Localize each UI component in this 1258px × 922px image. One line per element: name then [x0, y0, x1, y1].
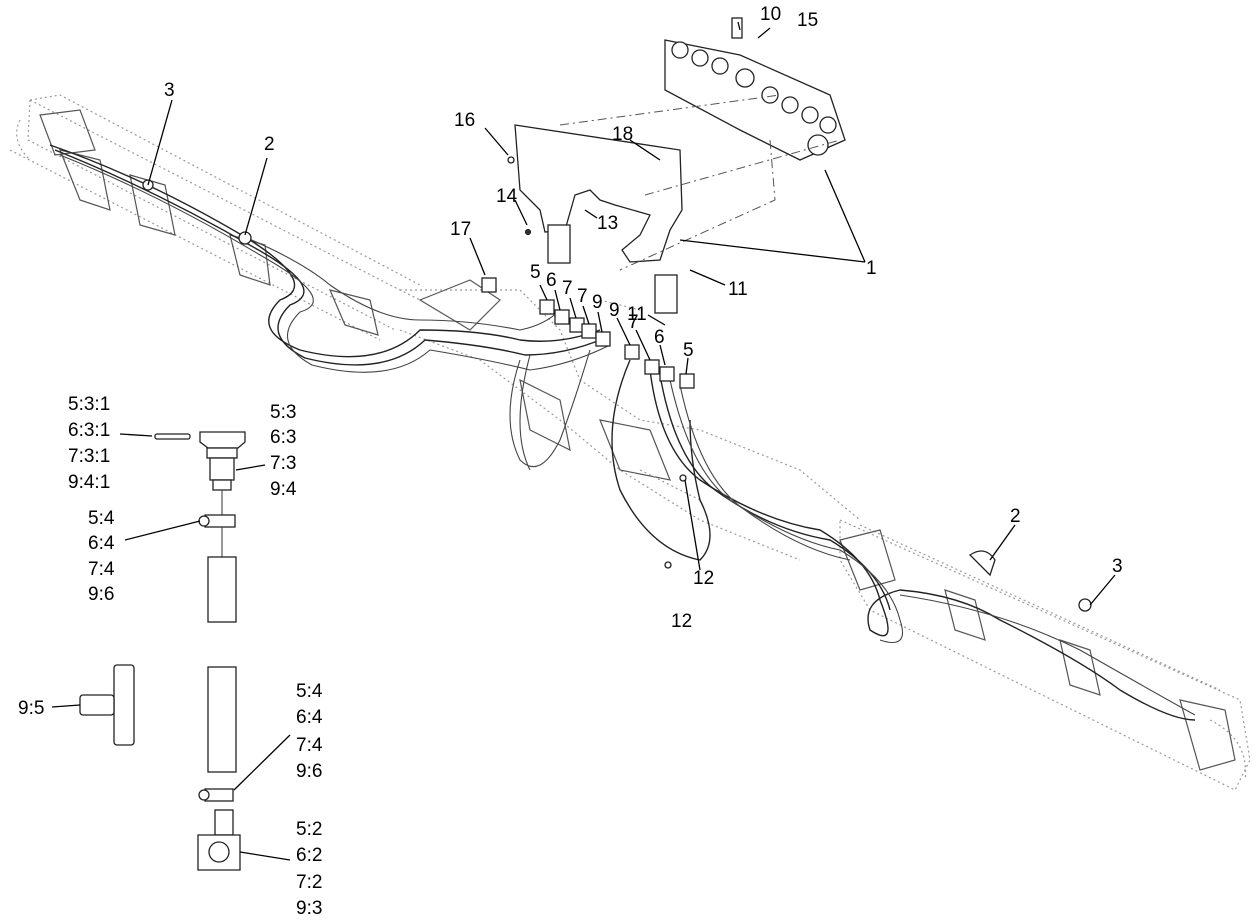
detail-label-5-3: 5:3 — [270, 402, 296, 423]
detail-label-5-2: 5:2 — [296, 819, 322, 840]
detail-label-9-4: 9:4 — [270, 479, 297, 500]
detail-label-9-6: 9:6 — [88, 584, 114, 605]
hose-section-bottom — [207, 666, 237, 773]
valve-manifold — [664, 17, 846, 161]
left-boom-frame — [9, 94, 421, 341]
callout-7-left-b: 7 — [577, 286, 588, 307]
detail-label-5-3-1: 5:3:1 — [68, 394, 110, 415]
part-12-nut-upper — [679, 474, 687, 482]
callout-5-right: 5 — [683, 340, 694, 361]
detail-label-5-4-lower: 5:4 — [296, 681, 323, 702]
detail-label-6-3: 6:3 — [270, 427, 296, 448]
clamp-3-right — [1078, 598, 1092, 612]
clamp-2-left — [238, 231, 252, 245]
callout-15: 15 — [797, 10, 818, 31]
callout-10: 10 — [760, 4, 781, 25]
callout-9-left: 9 — [592, 292, 603, 313]
callout-9-right: 9 — [609, 300, 620, 321]
detail-label-7-3: 7:3 — [270, 453, 296, 474]
detail-label-6-2: 6:2 — [296, 845, 322, 866]
callout-6-left: 6 — [546, 270, 557, 291]
callout-5-left: 5 — [530, 262, 541, 283]
callout-6-right: 6 — [654, 327, 665, 348]
hose-bundle-left — [49, 144, 611, 471]
o-ring — [154, 433, 191, 440]
callout-11-upper: 11 — [728, 279, 748, 300]
callout-14: 14 — [496, 186, 518, 207]
detail-label-7-4-lower: 7:4 — [296, 735, 323, 756]
detail-label-9-3: 9:3 — [296, 898, 322, 919]
detail-label-6-4: 6:4 — [88, 533, 115, 554]
callout-18: 18 — [612, 124, 633, 145]
callout-1: 1 — [866, 258, 877, 279]
hose-fittings-right — [624, 344, 695, 389]
callout-3-left: 3 — [164, 80, 175, 101]
detail-label-7-2: 7:2 — [296, 872, 322, 893]
detail-label-9-6-lower: 9:6 — [296, 761, 322, 782]
leader-lines — [147, 21, 1116, 606]
fitting-head — [199, 431, 246, 449]
detail-label-7-4: 7:4 — [88, 559, 115, 580]
part-17 — [481, 277, 497, 293]
callout-2-left: 2 — [264, 134, 275, 155]
part-14 — [525, 229, 531, 235]
hose-bundle-right — [611, 359, 1196, 721]
detail-label-9-4-1: 9:4:1 — [68, 472, 110, 493]
part-12-nut — [664, 561, 672, 569]
tee-fitting-9-5 — [79, 664, 135, 746]
part-16 — [507, 156, 515, 164]
detail-label-6-3-1: 6:3:1 — [68, 420, 110, 441]
callout-12-upper: 12 — [693, 568, 714, 589]
callout-12-lower: 12 — [671, 611, 692, 632]
callout-11-lower: 11 — [627, 304, 647, 325]
right-boom-frame — [839, 519, 1251, 791]
callout-7-left-a: 7 — [562, 278, 573, 299]
center-frame — [399, 279, 861, 561]
detail-label-9-5: 9:5 — [18, 698, 44, 719]
hose-section-top — [207, 556, 237, 623]
callout-13: 13 — [597, 213, 618, 234]
callout-16: 16 — [454, 110, 475, 131]
detail-label-7-3-1: 7:3:1 — [68, 446, 110, 467]
callout-17: 17 — [450, 219, 471, 240]
callouts: 10 15 16 18 14 13 17 1 11 11 3 2 5 6 7 7… — [164, 4, 1123, 632]
mounting-plate — [514, 124, 683, 314]
detail-label-5-4: 5:4 — [88, 508, 115, 529]
detail-fitting-assembly: 5:3:1 6:3:1 7:3:1 9:4:1 5:3 6:3 7:3 9:4 … — [18, 394, 323, 919]
detail-label-6-4-lower: 6:4 — [296, 707, 323, 728]
callout-2-right: 2 — [1010, 506, 1021, 527]
clamp-2-right — [968, 550, 996, 577]
hose-fittings-left — [539, 299, 611, 347]
callout-7-right: 7 — [628, 312, 639, 333]
callout-3-right: 3 — [1112, 556, 1123, 577]
